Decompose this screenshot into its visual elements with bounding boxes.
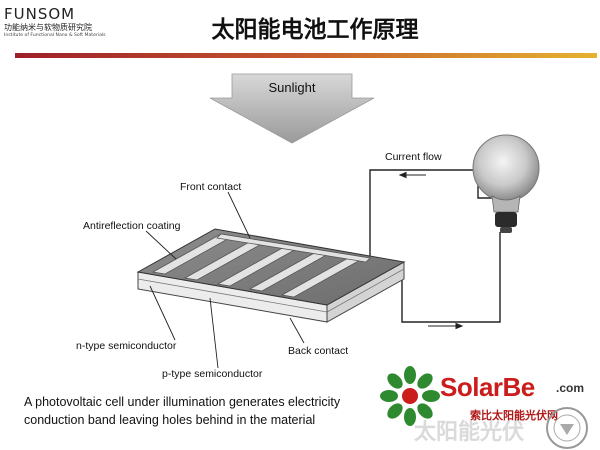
caption-line-2: conduction band leaving holes behind in … <box>24 413 316 427</box>
antireflection-coating-label: Antireflection coating <box>83 220 181 232</box>
watermark-domain: .com <box>556 381 585 395</box>
back-contact-label: Back contact <box>288 345 348 357</box>
current-flow-arrows <box>398 171 464 330</box>
solarbe-watermark: 太阳能光伏 SolarBe .com 索比太阳能光伏网 <box>378 362 600 450</box>
logo-chinese-name: 功能纳米与软物质研究院 <box>4 23 92 32</box>
seal-stamp-icon <box>546 407 588 449</box>
watermark-ghost-text: 太阳能光伏 <box>414 420 525 445</box>
sunflower-logo-icon <box>380 366 440 426</box>
p-type-semiconductor-label: p-type semiconductor <box>162 368 263 380</box>
circuit-wire <box>369 169 501 323</box>
front-contact-grid <box>151 233 371 298</box>
n-type-semiconductor-label: n-type semiconductor <box>76 340 177 352</box>
slide-title: 太阳能电池工作原理 <box>211 17 419 43</box>
front-contact-label: Front contact <box>180 181 241 193</box>
leader-lines <box>145 191 305 369</box>
sunlight-label: Sunlight <box>269 80 316 95</box>
current-flow-label: Current flow <box>385 151 442 163</box>
solar-cell-slab <box>136 228 406 323</box>
title-divider <box>15 53 597 58</box>
sunlight-arrow: Sunlight <box>209 73 375 144</box>
light-bulb-icon <box>472 134 540 233</box>
logo-english-name: Institute of Functional Nano & Soft Mate… <box>4 33 106 38</box>
logo-wordmark: FUNSOM <box>4 5 76 23</box>
funsom-logo: FUNSOM 功能纳米与软物质研究院 Institute of Function… <box>4 6 124 39</box>
caption: A photovoltaic cell under illumination g… <box>24 393 404 429</box>
caption-line-1: A photovoltaic cell under illumination g… <box>24 395 341 409</box>
watermark-chinese-name: 索比太阳能光伏网 <box>470 409 558 422</box>
watermark-brand: SolarBe <box>440 372 535 402</box>
